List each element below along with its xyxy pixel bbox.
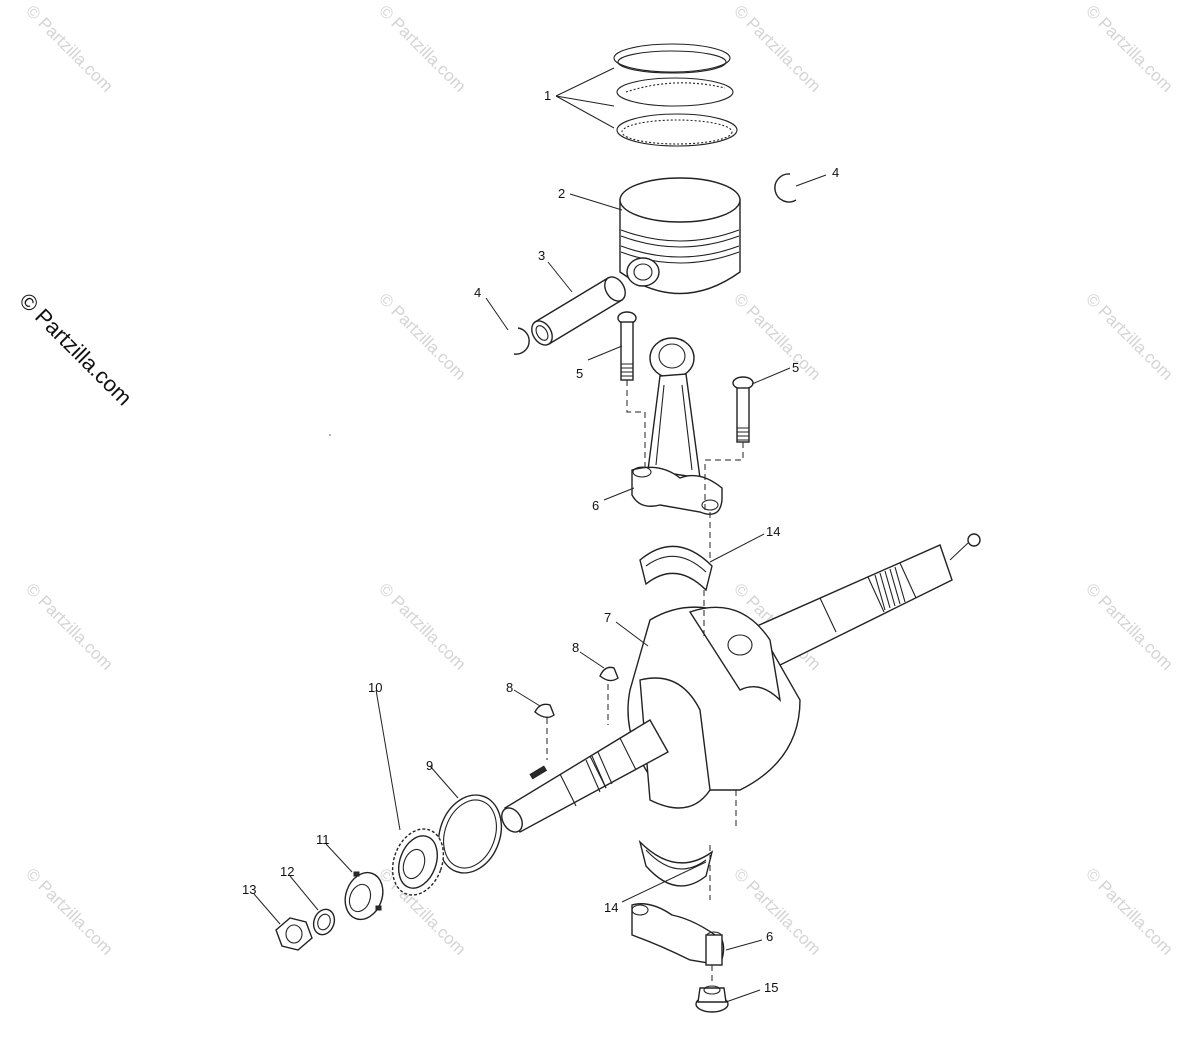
watermark-tile: © Partzilla.com xyxy=(375,579,469,673)
callout-nut: 13 xyxy=(242,882,256,897)
key-lower xyxy=(534,703,555,719)
callout-bearing-lower: 14 xyxy=(604,900,618,915)
connecting-rod xyxy=(647,337,701,479)
callout-piston-pin: 3 xyxy=(538,248,545,263)
piston-pin xyxy=(531,276,626,346)
crankshaft xyxy=(501,533,981,833)
callout-bolt-right: 5 xyxy=(792,360,799,375)
watermark-tile: © Partzilla.com xyxy=(1082,579,1176,673)
callout-bolt-left: 5 xyxy=(576,366,583,381)
callout-lock-nut: 11 xyxy=(316,832,330,847)
watermark-tile: © Partzilla.com xyxy=(375,1,469,95)
callout-key-upper: 8 xyxy=(572,640,579,655)
watermark-tile: © Partzilla.com xyxy=(22,579,116,673)
callout-conrod-lower: 6 xyxy=(766,929,773,944)
watermark-tiles: © Partzilla.com © Partzilla.com © Partzi… xyxy=(22,1,1176,958)
callout-conrod-upper: 6 xyxy=(592,498,599,513)
lock-nut xyxy=(344,871,384,921)
watermark-tile: © Partzilla.com xyxy=(730,289,824,383)
conrod-bolt-right xyxy=(732,376,754,443)
washer xyxy=(312,908,336,936)
o-ring xyxy=(437,794,503,874)
callout-piston: 2 xyxy=(558,186,565,201)
callout-washer: 12 xyxy=(280,864,294,879)
gear xyxy=(391,828,445,896)
flange-nut xyxy=(695,985,729,1013)
watermark-tile: © Partzilla.com xyxy=(22,1,116,95)
conrod-cap-upper xyxy=(631,466,723,515)
watermark-main: © Partzilla.com xyxy=(14,288,137,411)
callout-flange-nut: 15 xyxy=(764,980,778,995)
conrod-cap-lower xyxy=(631,903,725,966)
leader-lines xyxy=(253,67,827,1003)
callout-circlip-left: 4 xyxy=(474,285,481,300)
callout-piston-rings: 1 xyxy=(544,88,551,103)
bearing-upper xyxy=(639,545,713,592)
assembly-lines xyxy=(546,380,744,985)
piston-rings xyxy=(613,43,738,147)
circlip-left xyxy=(513,327,530,355)
piston xyxy=(619,177,741,295)
callout-circlip-right: 4 xyxy=(832,165,839,180)
watermark-tile: © Partzilla.com xyxy=(1082,289,1176,383)
watermark-tile: © Partzilla.com xyxy=(730,1,824,95)
callout-crankshaft: 7 xyxy=(604,610,611,625)
callout-bearing-upper: 14 xyxy=(766,524,780,539)
watermark-tile: © Partzilla.com xyxy=(375,289,469,383)
watermark-tile: © Partzilla.com xyxy=(1082,864,1176,958)
conrod-bolt-left xyxy=(617,311,637,381)
callout-key-lower: 8 xyxy=(506,680,513,695)
watermark-tile: © Partzilla.com xyxy=(1082,1,1176,95)
callout-labels: 1 2 3 4 4 5 5 6 14 7 8 8 9 10 11 12 13 1… xyxy=(242,88,839,995)
callout-o-ring: 9 xyxy=(426,758,433,773)
circlip-right xyxy=(774,173,797,203)
bearing-lower xyxy=(638,839,714,887)
speck xyxy=(329,434,331,436)
callout-gear: 10 xyxy=(368,680,382,695)
watermark-tile: © Partzilla.com xyxy=(22,864,116,958)
key-upper xyxy=(599,666,619,682)
nut xyxy=(275,917,313,951)
